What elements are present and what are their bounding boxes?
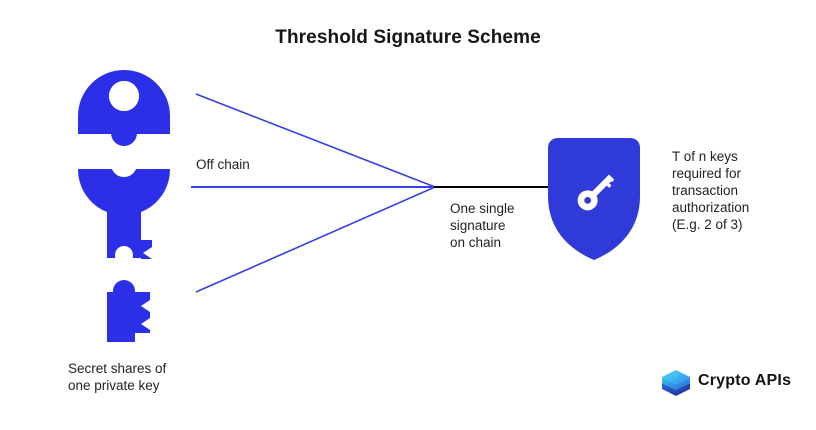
key-fragment-bow-top-icon — [78, 70, 170, 146]
key-fragment-2-notch — [115, 250, 133, 262]
label-one-single-signature-on-chain: One single signature on chain — [450, 201, 515, 250]
label-secret-shares: Secret shares of one private key — [68, 361, 167, 393]
key-fragment-shaft-teeth-icon — [107, 280, 150, 342]
key-fragment-bow-bottom-shaft-icon — [77, 169, 171, 264]
page-title: Threshold Signature Scheme — [275, 27, 541, 48]
label-example: (E.g. 2 of 3) — [672, 217, 743, 232]
connector-line-share-1 — [195, 93, 436, 188]
brand-logo: Crypto APIs — [660, 368, 791, 394]
label-t-of-n-keys: T of n keys required for transaction aut… — [672, 149, 750, 215]
connector-lines — [191, 93, 548, 293]
crypto-apis-hexagon-logo — [662, 370, 690, 396]
connector-line-share-3 — [195, 186, 436, 293]
shield-with-key-icon — [548, 138, 640, 260]
brand-logo-spacer — [660, 368, 690, 394]
label-off-chain: Off chain — [196, 157, 250, 172]
key-icon — [577, 174, 615, 211]
brand-name: Crypto APIs — [698, 372, 792, 389]
